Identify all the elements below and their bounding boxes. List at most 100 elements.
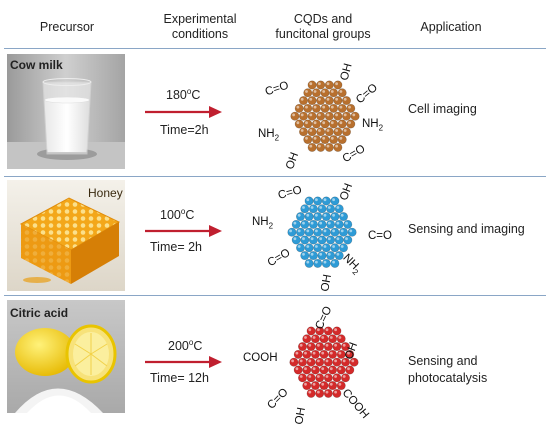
cqd-dot [329,103,339,113]
cqd-dot [324,80,334,90]
group-oh: OH [319,273,335,293]
cqd-dot-highlight [335,97,338,101]
cqd-dot [315,357,325,367]
cqd-dot [329,119,339,129]
honeycomb-image [7,180,125,295]
cqd-dot [300,235,310,245]
cqd-dot-highlight [304,351,307,355]
cqd-dot [313,243,323,253]
cqd-dot-highlight [317,359,320,363]
cqd-dot [330,212,340,222]
cqd-dot [333,142,343,152]
cqd-dot-highlight [327,252,331,256]
cqd-dot-highlight [321,351,325,355]
cqd-dot [289,357,299,367]
temperature-value: 200 [168,339,189,354]
reaction-time: Time= 12h [150,371,209,385]
cqd-dot-highlight [345,221,348,225]
cqd-dot [302,365,312,375]
cqd-dot [338,212,348,222]
cqd-dot-highlight [347,351,350,355]
cqd-dot [310,334,320,344]
cqd-dot-highlight [335,82,338,86]
precursor-label: Citric acid [10,306,69,320]
cqd-dot [332,342,342,352]
cqd-dot-highlight [348,121,351,125]
cqd-dot-highlight [329,336,333,339]
degree-sup: o [180,207,186,216]
cqd-dot [287,227,297,237]
cqd-dot-highlight [339,121,343,125]
cqd-dot [311,119,321,129]
cqd-dot-highlight [306,213,310,217]
cqd-dot [298,127,308,137]
cqd-dot [328,381,338,391]
cqd-dot [347,227,357,237]
temperature-unit: C [193,339,203,354]
cqd-dots-svg [289,326,359,398]
cqd-dot-highlight [297,245,301,248]
cqd-cluster [280,192,364,272]
cqd-dot-highlight [342,375,346,378]
cqd-dot-highlight [325,359,329,363]
header-cqds-line2: funcitonal groups [275,27,371,41]
cqd-dot-highlight [293,237,297,241]
cqd-dot [297,342,307,352]
cqd-dot [304,196,314,206]
cqd-dot-highlight [317,375,320,378]
cqd-dot [329,135,339,145]
cqd-dot [321,212,331,222]
arrow-icon [145,356,222,368]
cqd-dot [332,373,342,383]
cqd-dot [303,88,313,98]
cqd-dot [297,357,307,367]
cqd-dot [307,80,317,90]
cqd-dot-highlight [330,105,334,109]
cqd-dot [328,365,338,375]
cqd-dot-highlight [306,198,310,202]
cqd-dot-highlight [322,105,326,109]
cqd-dot-highlight [336,206,340,209]
cqd-dot [333,127,343,137]
arrow-icon [145,106,222,118]
cqd-dot [316,111,326,121]
cqd-dot-highlight [302,237,305,241]
cqd-dot-highlight [319,206,323,209]
cqd-dot-highlight [335,113,338,117]
cqd-dot [337,119,347,129]
cqd-dot [326,235,336,245]
cqd-dot-highlight [323,229,327,233]
arrow-icon [145,225,222,237]
cqd-dot-highlight [310,237,314,241]
temperature: 200oC [168,338,202,353]
cqd-dot-highlight [347,367,350,371]
cqd-dot [338,243,348,253]
cqd-dot [323,373,333,383]
cqd-dot-highlight [338,336,342,339]
cqd-dot [336,381,346,391]
cqd-dot-highlight [315,213,318,217]
cqd-dot-highlight [313,121,317,125]
cqd-dot-highlight [296,121,300,125]
cqd-dot-highlight [330,90,334,93]
cqd-dot-highlight [327,237,331,241]
cqd-dot-highlight [322,136,326,140]
cqd-dot [291,219,301,229]
cqd-dot [330,243,340,253]
cqd-dot [298,96,308,106]
cqd-dot-highlight [297,229,301,233]
cqd-dot [334,219,344,229]
lemon-sugar-image [7,300,125,413]
application-text: Cell imaging [408,102,477,116]
cqd-dot-highlight [325,328,329,332]
group-nh2: NH2 [258,128,280,143]
degree-sup: o [186,87,192,96]
cqd-dot-highlight [348,105,351,109]
cqd-dot [317,251,327,261]
reaction-time: Time=2h [160,123,209,137]
cqd-dot-highlight [319,252,323,256]
cqd-dot-highlight [340,229,344,233]
cqd-dot [346,103,356,113]
cqd-dot-highlight [310,252,314,256]
cqd-dot [302,349,312,359]
